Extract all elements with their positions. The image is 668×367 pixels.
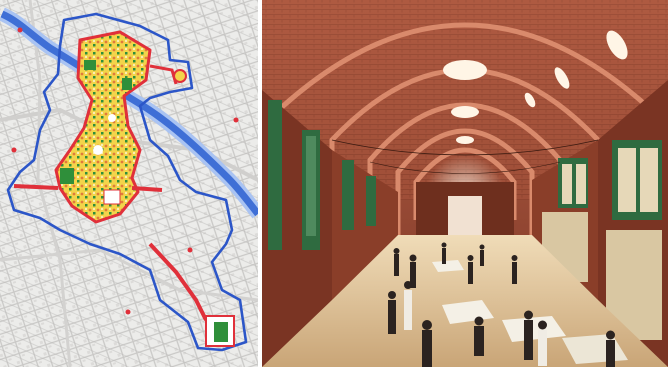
- courtyard-green: [60, 168, 74, 184]
- skylight: [443, 60, 487, 80]
- site-map-illustration: [0, 0, 258, 367]
- bazaar-floor: [262, 235, 668, 367]
- far-end-opening: [448, 196, 482, 240]
- corridor-west: [13, 184, 59, 190]
- pedestrians: [388, 242, 615, 367]
- bazaar-site-map: [0, 0, 258, 367]
- bazaar-interior-illustration: [262, 0, 668, 367]
- corridor-south: [148, 242, 208, 321]
- buffer-zone-boundary: [6, 12, 248, 352]
- river: [0, 10, 258, 217]
- bazaar-interior-photo: [262, 0, 668, 367]
